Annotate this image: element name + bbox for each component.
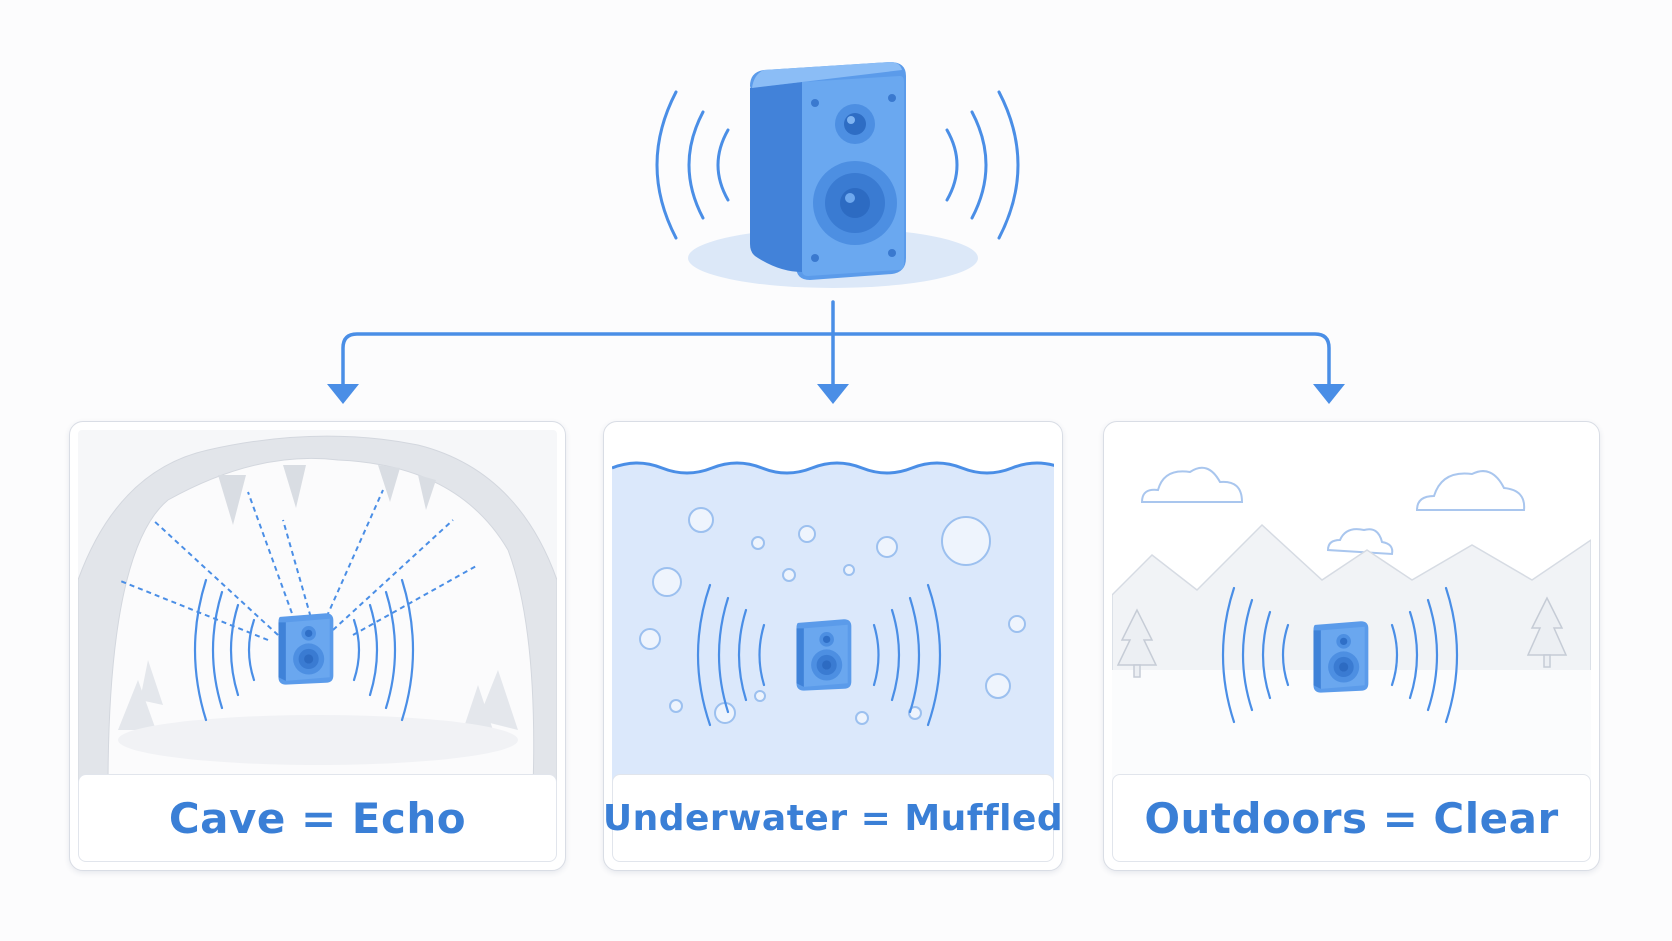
arrow-center-icon <box>817 384 849 404</box>
arrow-right-icon <box>1313 384 1345 404</box>
echo-reflection-arrows <box>117 489 479 641</box>
caption-cave: Cave = Echo <box>168 793 467 843</box>
cave-icon <box>78 435 557 788</box>
cave-scene <box>78 430 557 788</box>
caption-underwater: Underwater = Muffled <box>603 797 1063 839</box>
clear-sound-waves <box>1221 586 1459 724</box>
branch-line <box>341 332 1331 388</box>
panel-cave: Cave = Echo <box>69 421 566 871</box>
branch-arrows <box>341 300 1331 388</box>
cloud-icon <box>1140 466 1526 556</box>
speaker-icon <box>750 62 906 280</box>
cave-sound-waves <box>193 578 415 722</box>
outdoors-scene <box>1112 430 1591 788</box>
tree-icon <box>1116 596 1568 678</box>
panel-underwater: Underwater = Muffled <box>603 421 1063 871</box>
arrow-left-icon <box>327 384 359 404</box>
panel-outdoors: Outdoors = Clear <box>1103 421 1600 871</box>
bubbles <box>639 507 1026 725</box>
caption-box-underwater: Underwater = Muffled <box>604 774 1062 862</box>
sound-wave-left <box>655 90 730 240</box>
mountains-icon <box>1112 523 1591 691</box>
underwater-scene <box>612 430 1054 788</box>
caption-box-cave: Cave = Echo <box>78 774 557 862</box>
arrowheads <box>327 384 1345 404</box>
underwater-speaker-icon <box>796 619 852 691</box>
muffled-sound-waves <box>696 583 942 727</box>
caption-outdoors: Outdoors = Clear <box>1144 793 1559 843</box>
outdoors-speaker-icon <box>1313 621 1369 693</box>
source-speaker <box>655 62 1020 288</box>
cave-speaker-icon <box>278 613 334 685</box>
sound-wave-right <box>945 90 1020 240</box>
caption-box-outdoors: Outdoors = Clear <box>1112 774 1591 862</box>
